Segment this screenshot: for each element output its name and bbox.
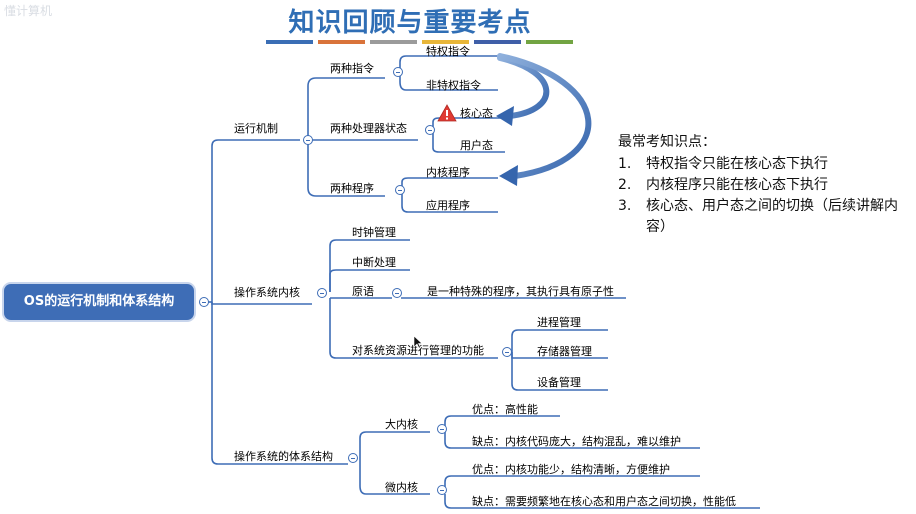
- collapse-toggle-icon[interactable]: [395, 185, 405, 195]
- node-clock-mgmt[interactable]: 时钟管理: [352, 226, 396, 239]
- color-strip-2: [318, 40, 365, 44]
- node-resource-mgmt[interactable]: 对系统资源进行管理的功能: [352, 344, 484, 357]
- key-point-item: 3. 核心态、用户态之间的切换（后续讲解内容）: [618, 196, 910, 238]
- node-os-arch[interactable]: 操作系统的体系结构: [234, 450, 333, 463]
- node-two-instructions[interactable]: 两种指令: [330, 62, 374, 75]
- key-points-title: 最常考知识点：: [618, 134, 716, 150]
- node-micro-kernel[interactable]: 微内核: [385, 481, 418, 494]
- color-strip-3: [370, 40, 417, 44]
- node-monolithic-pro[interactable]: 优点：高性能: [472, 403, 538, 416]
- collapse-toggle-icon[interactable]: [317, 288, 327, 298]
- key-point-text: 核心态、用户态之间的切换（后续讲解内容）: [646, 198, 898, 235]
- node-user-mode[interactable]: 用户态: [460, 139, 493, 152]
- node-nonprivileged-instr[interactable]: 非特权指令: [426, 79, 481, 92]
- key-point-item: 1. 特权指令只能在核心态下执行: [618, 154, 910, 175]
- key-point-text: 内核程序只能在核心态下执行: [646, 177, 828, 193]
- node-micro-pro[interactable]: 优点：内核功能少，结构清晰，方便维护: [472, 463, 670, 476]
- brand-watermark: 懂计算机: [4, 4, 53, 18]
- node-app-program[interactable]: 应用程序: [426, 199, 470, 212]
- node-device-mgmt[interactable]: 设备管理: [537, 376, 581, 389]
- node-monolithic-con[interactable]: 缺点：内核代码庞大，结构混乱，难以维护: [472, 435, 681, 448]
- node-os-kernel[interactable]: 操作系统内核: [234, 286, 300, 299]
- color-strip-6: [526, 40, 573, 44]
- collapse-toggle-icon[interactable]: [437, 424, 447, 434]
- collapse-toggle-icon[interactable]: [502, 347, 512, 357]
- node-process-mgmt[interactable]: 进程管理: [537, 316, 581, 329]
- node-primitive-desc[interactable]: 是一种特殊的程序，其执行具有原子性: [427, 285, 614, 298]
- key-point-number: 2.: [618, 177, 632, 193]
- warning-icon: [437, 104, 457, 122]
- page-title: 知识回顾与重要考点: [288, 8, 532, 38]
- collapse-toggle-icon[interactable]: [199, 297, 209, 307]
- node-monolithic-kernel[interactable]: 大内核: [385, 418, 418, 431]
- node-kernel-program[interactable]: 内核程序: [426, 166, 470, 179]
- key-point-number: 1.: [618, 156, 632, 172]
- collapse-toggle-icon[interactable]: [303, 135, 313, 145]
- node-micro-con[interactable]: 缺点：需要频繁地在核心态和用户态之间切换，性能低: [472, 495, 736, 508]
- color-strip-5: [474, 40, 521, 44]
- color-strip-4: [422, 40, 469, 44]
- key-point-number: 3.: [618, 198, 632, 214]
- node-two-programs[interactable]: 两种程序: [330, 182, 374, 195]
- color-strip-1: [266, 40, 313, 44]
- node-primitive[interactable]: 原语: [352, 285, 374, 298]
- node-privileged-instr[interactable]: 特权指令: [426, 45, 470, 58]
- node-memory-mgmt[interactable]: 存储器管理: [537, 345, 592, 358]
- collapse-toggle-icon[interactable]: [393, 67, 403, 77]
- key-point-item: 2. 内核程序只能在核心态下执行: [618, 175, 910, 196]
- key-points-notes: 最常考知识点： 1. 特权指令只能在核心态下执行 2. 内核程序只能在核心态下执…: [618, 132, 910, 238]
- node-kernel-mode[interactable]: 核心态: [460, 107, 493, 120]
- collapse-toggle-icon[interactable]: [392, 288, 402, 298]
- mouse-cursor-icon: [413, 335, 423, 349]
- node-runtime[interactable]: 运行机制: [234, 122, 278, 135]
- node-interrupt[interactable]: 中断处理: [352, 256, 396, 269]
- key-point-text: 特权指令只能在核心态下执行: [646, 156, 828, 172]
- collapse-toggle-icon[interactable]: [425, 125, 435, 135]
- collapse-toggle-icon[interactable]: [437, 485, 447, 495]
- node-two-cpu-states[interactable]: 两种处理器状态: [330, 122, 407, 135]
- mindmap-root-node[interactable]: OS的运行机制和体系结构: [4, 284, 194, 320]
- collapse-toggle-icon[interactable]: [348, 453, 358, 463]
